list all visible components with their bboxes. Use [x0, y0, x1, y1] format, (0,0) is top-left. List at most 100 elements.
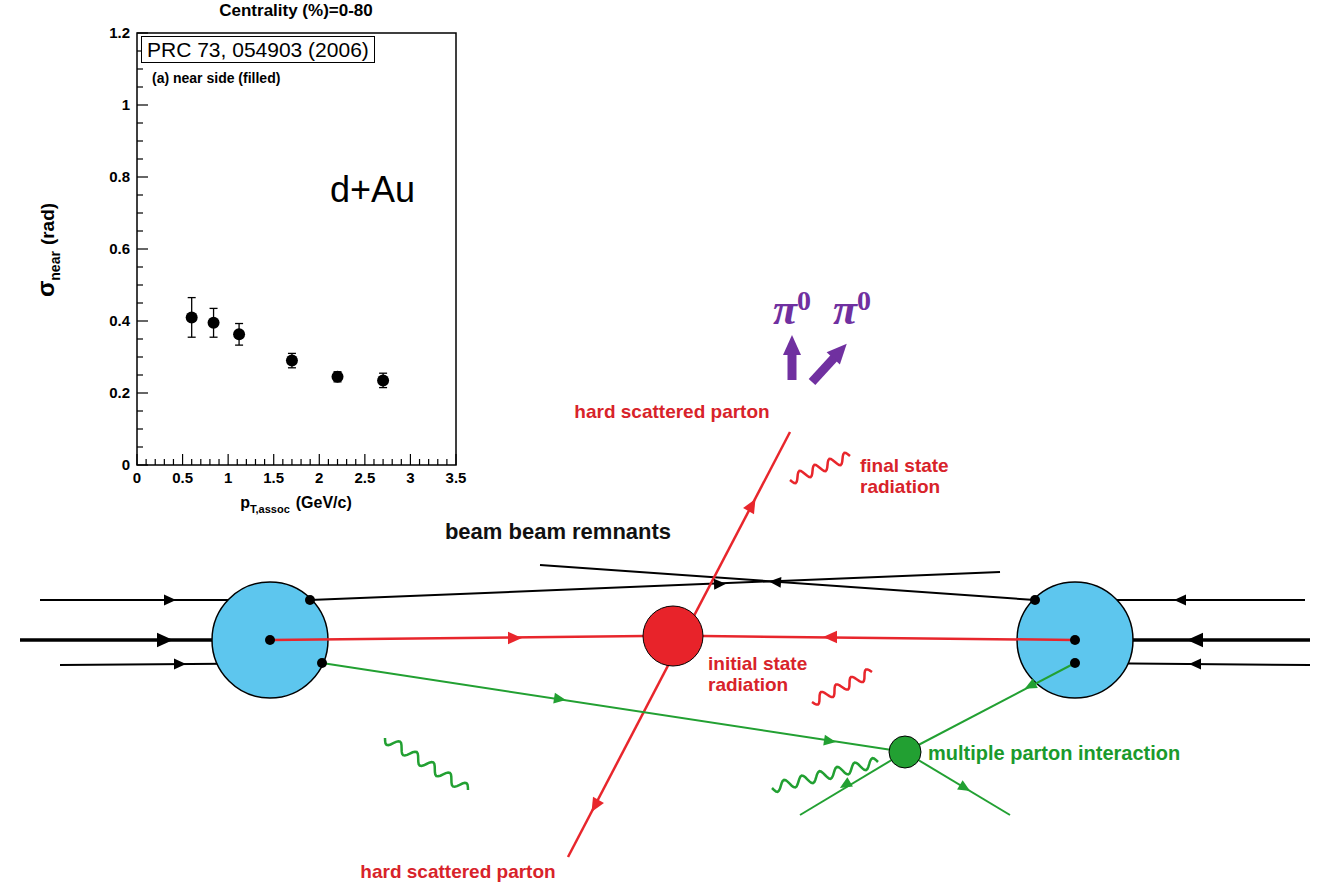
- x-tick-label: 0: [133, 470, 141, 487]
- plot-title: Centrality (%)=0-80: [219, 2, 373, 21]
- data-point: [233, 328, 245, 340]
- x-tick: [401, 459, 402, 465]
- arrow-head: [823, 735, 836, 746]
- y-tick: [137, 446, 143, 447]
- x-tick: [455, 454, 456, 465]
- arrow-head: [957, 780, 970, 791]
- arrow-head: [164, 595, 176, 606]
- y-tick-label: 0.8: [109, 169, 130, 186]
- plot-frame: [137, 33, 456, 465]
- y-tick: [137, 266, 143, 267]
- arrow-head: [508, 632, 522, 645]
- reference-box: PRC 73, 054903 (2006): [141, 36, 375, 63]
- error-cap: [235, 344, 243, 345]
- x-tick: [364, 454, 365, 465]
- parton-label: hard scattered parton: [360, 862, 555, 883]
- system-label: d+Au: [330, 170, 415, 210]
- x-tick: [437, 459, 438, 465]
- axis-symbol: σ: [32, 281, 59, 297]
- axis-ticks: [137, 33, 456, 465]
- y-tick-label: 1.2: [109, 25, 130, 42]
- error-cap: [188, 297, 196, 298]
- y-tick-label: 0.4: [109, 313, 130, 330]
- y-tick: [137, 176, 148, 177]
- remnants-label: beam beam remnants: [445, 520, 671, 544]
- y-tick: [137, 86, 143, 87]
- data-point: [332, 371, 344, 383]
- x-tick: [337, 459, 338, 465]
- x-tick: [246, 459, 247, 465]
- y-tick-label: 0.2: [109, 385, 130, 402]
- y-tick: [137, 284, 143, 285]
- y-axis-title: σnear(rad): [34, 203, 58, 297]
- reference-text: PRC 73, 054903 (2006): [147, 38, 369, 61]
- mpi-label: multiple parton interaction: [928, 742, 1180, 764]
- arrow-head: [1189, 659, 1201, 670]
- arrow-head: [157, 633, 173, 647]
- x-tick: [164, 459, 165, 465]
- error-cap: [288, 367, 296, 368]
- arrow-head: [769, 577, 781, 588]
- x-tick-label: 0.5: [172, 470, 193, 487]
- x-tick-label: 3.5: [446, 470, 467, 487]
- error-cap: [288, 353, 296, 354]
- axis-unit: (GeV/c): [296, 494, 352, 511]
- y-tick: [137, 302, 143, 303]
- error-cap: [235, 323, 243, 324]
- x-tick: [291, 459, 292, 465]
- axis-unit: (rad): [37, 203, 58, 245]
- error-cap: [379, 387, 387, 388]
- pion-charge: 0: [797, 285, 811, 316]
- x-tick: [273, 454, 274, 465]
- y-tick: [137, 122, 143, 123]
- y-tick: [137, 338, 143, 339]
- error-cap: [188, 337, 196, 338]
- data-point: [186, 311, 198, 323]
- x-tick: [182, 454, 183, 465]
- x-tick-label: 3: [406, 470, 414, 487]
- error-cap: [210, 308, 218, 309]
- x-tick: [218, 459, 219, 465]
- data-points: [186, 298, 389, 388]
- data-point: [377, 374, 389, 386]
- arrow-head: [174, 659, 186, 670]
- x-tick: [146, 459, 147, 465]
- y-tick: [137, 194, 143, 195]
- arrow-head: [823, 631, 837, 644]
- x-tick: [319, 454, 320, 465]
- mpi-vertex: [889, 736, 921, 768]
- data-point: [286, 355, 298, 367]
- x-tick: [155, 459, 156, 465]
- x-tick: [446, 459, 447, 465]
- pion-label: π0: [833, 288, 871, 332]
- x-tick: [191, 459, 192, 465]
- axis-subscript: near: [47, 251, 63, 281]
- x-tick: [228, 454, 229, 465]
- y-tick: [137, 428, 143, 429]
- x-tick: [255, 459, 256, 465]
- x-tick: [392, 459, 393, 465]
- x-tick: [282, 459, 283, 465]
- error-cap: [210, 337, 218, 338]
- y-tick: [137, 320, 148, 321]
- x-tick: [136, 454, 137, 465]
- hard-vertex: [643, 606, 703, 666]
- radiation-wave: [790, 453, 850, 483]
- x-tick: [346, 459, 347, 465]
- x-tick: [373, 459, 374, 465]
- y-tick-label: 0.6: [109, 241, 130, 258]
- panel-label: (a) near side (filled): [152, 71, 280, 86]
- x-tick: [419, 459, 420, 465]
- arrow-head: [840, 777, 853, 788]
- x-tick: [264, 459, 265, 465]
- radiation-wave: [385, 738, 468, 790]
- x-axis-title: pT,assoc(GeV/c): [240, 495, 352, 511]
- y-tick: [137, 32, 148, 33]
- arrow-head: [743, 499, 755, 514]
- x-tick: [209, 459, 210, 465]
- x-tick: [428, 459, 429, 465]
- radiation-label: initial state radiation: [708, 654, 838, 696]
- y-tick: [137, 374, 143, 375]
- y-tick: [137, 104, 148, 105]
- pion-label: π0: [773, 288, 811, 332]
